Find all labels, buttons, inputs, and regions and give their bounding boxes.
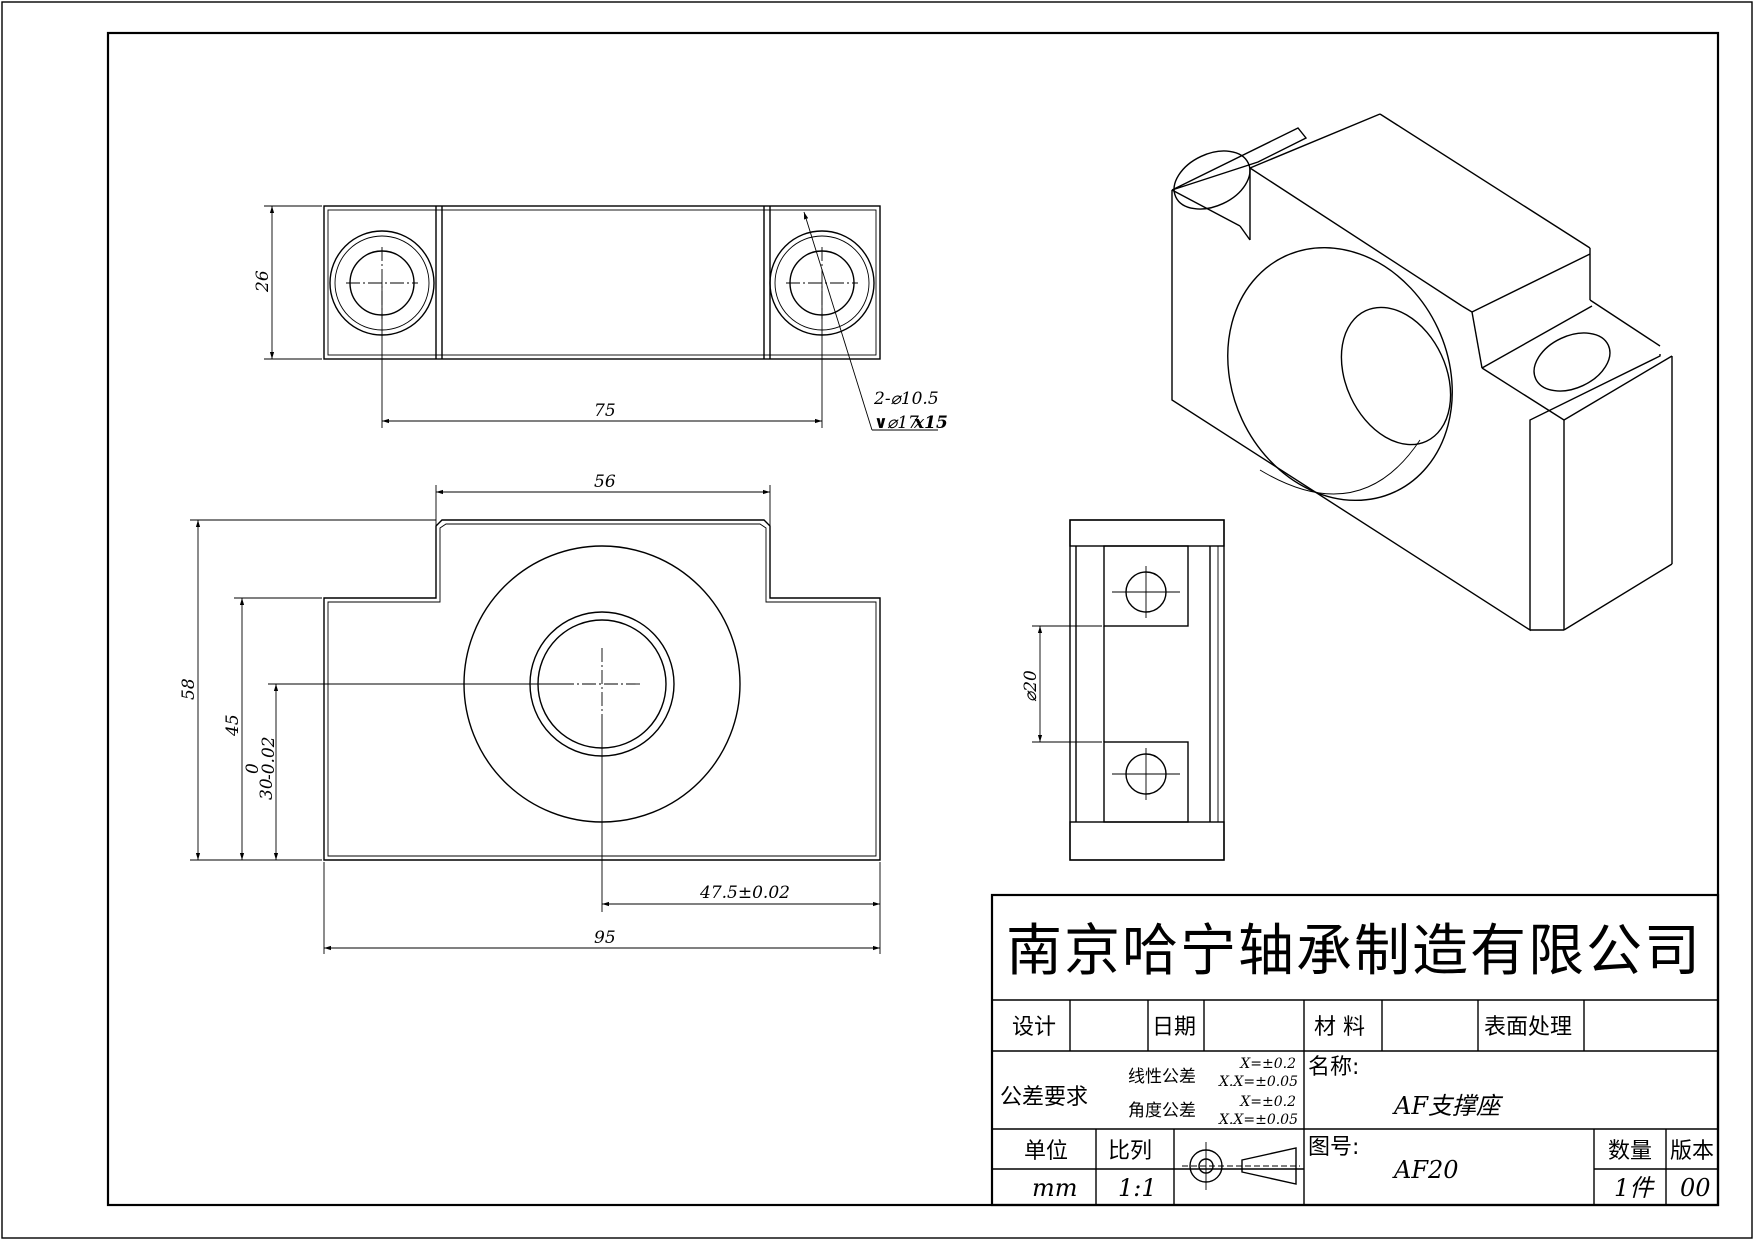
name-label: 名称:	[1308, 1055, 1359, 1080]
linear-tol-x: X=±0.2	[1239, 1056, 1296, 1072]
unit-label: 单位	[1024, 1139, 1068, 1164]
design-label: 设计	[1012, 1015, 1056, 1040]
linear-tol-label: 线性公差	[1128, 1067, 1196, 1087]
top-view: 26 75 2-⌀10.5 ∨ ⌀17 x15	[253, 205, 948, 433]
material-label: 材 料	[1314, 1015, 1365, 1040]
quantity-label: 数量	[1608, 1139, 1652, 1164]
angular-tol-x: X=±0.2	[1239, 1094, 1296, 1110]
dim-center-height: 30	[257, 778, 277, 800]
dim-total-width: 95	[594, 928, 616, 948]
angular-tol-xx: X.X=±0.05	[1218, 1112, 1298, 1128]
title-block: 南京哈宁轴承制造有限公司 设计 日期 材 料 表面处理 公差要求 线性公差 角度…	[990, 893, 1720, 1207]
hole-note-1: 2-⌀10.5	[873, 389, 939, 409]
dim-half-width: 47.5±0.02	[699, 883, 790, 903]
inner-frame	[106, 31, 1720, 1207]
projection-symbol-icon	[1182, 1142, 1300, 1190]
name-value: AF支撑座	[1392, 1092, 1504, 1120]
scale-label: 比列	[1108, 1139, 1152, 1164]
dim-hole-spacing: 75	[594, 401, 616, 421]
date-label: 日期	[1152, 1015, 1196, 1040]
dim-center-tol-upper: 0	[243, 763, 263, 774]
tolerance-label: 公差要求	[1000, 1085, 1088, 1110]
quantity-value: 1件	[1614, 1174, 1655, 1202]
section-view: ⌀20	[1021, 519, 1225, 861]
surface-label: 表面处理	[1484, 1015, 1572, 1040]
version-value: 00	[1680, 1174, 1711, 1202]
version-label: 版本	[1670, 1139, 1714, 1164]
dim-top-height: 26	[253, 270, 273, 293]
hole-note-cbore-symbol: ∨	[874, 413, 888, 433]
dim-shoulder-height: 45	[223, 714, 243, 737]
company-name: 南京哈宁轴承制造有限公司	[1006, 919, 1702, 984]
dim-total-height: 58	[179, 678, 199, 700]
linear-tol-xx: X.X=±0.05	[1218, 1074, 1298, 1090]
drawing-no-label: 图号:	[1308, 1135, 1359, 1160]
hole-note-2: ⌀17	[887, 413, 919, 433]
unit-value: mm	[1032, 1174, 1078, 1202]
isometric-view	[1171, 113, 1673, 632]
dim-bore: ⌀20	[1021, 670, 1041, 702]
angular-tol-label: 角度公差	[1128, 1101, 1196, 1121]
drawing-no-value: AF20	[1392, 1156, 1459, 1184]
scale-value: 1:1	[1118, 1174, 1157, 1202]
front-view: 56 58 45 30 0 -0.02 47.5±0.02 95	[179, 472, 881, 954]
dim-center-tol-lower: -0.02	[259, 736, 279, 780]
hole-note-depth: x15	[913, 413, 948, 433]
dim-top-width: 56	[594, 472, 616, 492]
